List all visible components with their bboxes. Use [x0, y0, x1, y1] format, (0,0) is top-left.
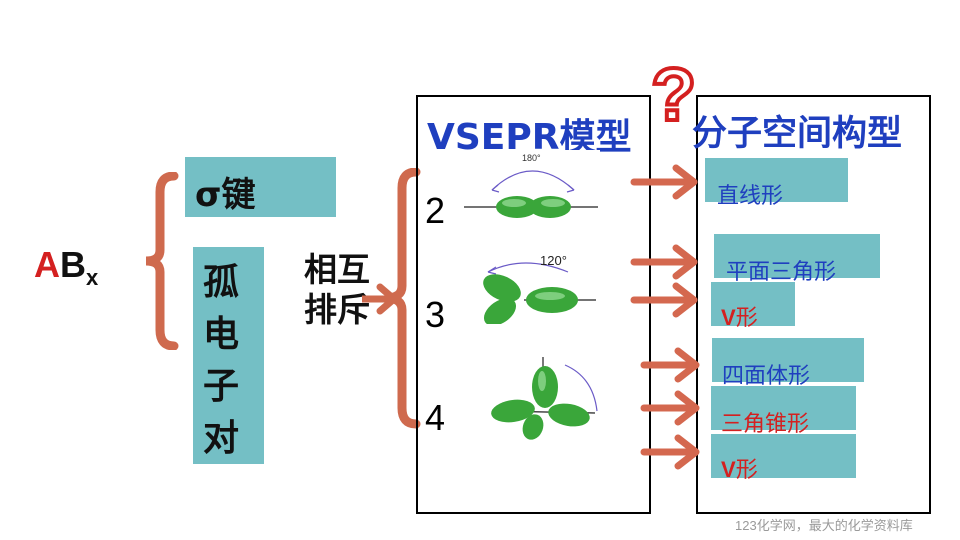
left-brace — [145, 172, 179, 350]
shape-trigonal-pyramidal-box: 三角锥形 — [711, 386, 856, 437]
shape-linear-box: 直线形 — [705, 158, 848, 209]
formula-a: A — [34, 244, 60, 285]
shape-trigonal-pyramidal-label: 三角锥形 — [721, 412, 810, 437]
shape-v1-label: V形 — [721, 300, 758, 332]
lone-pair-box: 孤 电 子 对 — [193, 247, 264, 464]
linear-orbital-image: 180° — [462, 150, 600, 222]
watermark: 123化学网，最大的化学资料库 — [735, 518, 913, 533]
lone-pair-char-1: 孤 — [203, 262, 240, 303]
count-2: 2 — [425, 190, 446, 231]
trigonal-orbital-svg: 120° — [483, 253, 596, 326]
question-mark: ? — [649, 51, 698, 138]
tetrahedral-orbital-image — [481, 351, 600, 443]
count-4: 4 — [425, 397, 446, 438]
tetrahedral-orbital-svg — [491, 357, 598, 440]
shape-trigonal-planar-label: 平面三角形 — [726, 260, 837, 285]
lone-pair-char-2: 电 — [203, 314, 240, 355]
shape-title: 分子空间构型 — [692, 114, 903, 154]
repulsion-label: 相互 排斥 — [304, 250, 370, 330]
trigonal-orbital-image: 120° — [464, 246, 600, 326]
shape-v2-rest: 形 — [735, 458, 758, 483]
shape-v1-rest: 形 — [735, 306, 758, 331]
angle-180-label: 180° — [522, 153, 541, 163]
shape-v1-box: V形 — [711, 282, 795, 331]
shape-tetrahedral-label: 四面体形 — [722, 364, 811, 389]
formula-abx: ABx — [34, 244, 98, 291]
shape-v1-letter: V — [721, 305, 736, 330]
lone-pair-char-3: 子 — [203, 366, 240, 407]
sigma-bond-box: σ键 — [185, 157, 336, 217]
angle-120-label: 120° — [540, 253, 567, 268]
repulsion-line-1: 相互 — [304, 250, 370, 289]
shape-linear-label: 直线形 — [717, 184, 784, 209]
vsepr-box — [416, 95, 651, 514]
count-3: 3 — [425, 294, 446, 335]
repulsion-arrow — [362, 283, 398, 315]
repulsion-line-2: 排斥 — [304, 290, 370, 329]
formula-b: B — [60, 244, 86, 285]
shape-v2-letter: V — [721, 457, 736, 482]
shape-v2-box: V形 — [711, 434, 856, 483]
lone-pair-char-4: 对 — [203, 418, 240, 459]
shape-tetrahedral-box: 四面体形 — [712, 338, 864, 389]
sigma-bond-label: σ键 — [195, 175, 256, 215]
shape-v2-label: V形 — [721, 452, 758, 484]
formula-sub: x — [86, 265, 99, 291]
linear-orbital-svg: 180° — [464, 153, 598, 218]
shape-trigonal-planar-box: 平面三角形 — [714, 234, 880, 285]
shape-arrows — [630, 164, 700, 470]
shape-box — [696, 95, 931, 514]
